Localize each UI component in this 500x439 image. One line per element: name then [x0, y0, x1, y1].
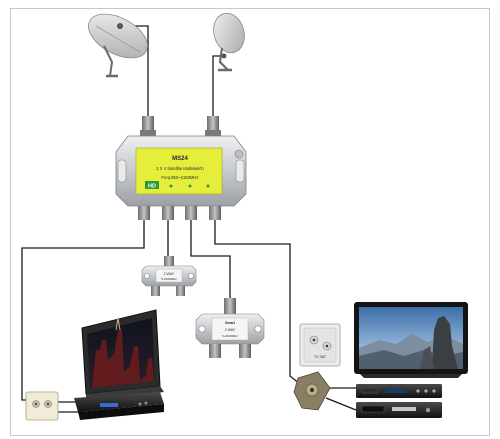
socket-connector [293, 371, 331, 411]
multiswitch: MS24 2 X 4 Satellite Multiswitch Freq:95… [115, 116, 247, 220]
satellite-dish-left [88, 13, 148, 78]
cable-output-4 [214, 216, 301, 385]
output-connector-1 [138, 206, 150, 220]
output-connector-3 [185, 206, 197, 220]
wall-plate-right: TV SAT [299, 323, 341, 367]
cable-output-1 [21, 216, 145, 401]
tv-right [354, 302, 468, 378]
wall-plate-right-label: TV SAT [314, 355, 327, 359]
output-connector-2 [162, 206, 174, 220]
splitter-small-line1: 2 WAY [164, 272, 175, 276]
wall-plate-left [25, 391, 59, 421]
splitter-small-line2: 5-2400MHz [161, 277, 177, 281]
splitter-large-brand: Smart [225, 321, 236, 325]
multiswitch-freq: Freq:950~2150MHz [161, 175, 198, 180]
output-connector-4 [209, 206, 221, 220]
receiver-right-upper [356, 384, 442, 398]
multiswitch-brand-logo [145, 181, 159, 189]
cable-output-3 [190, 216, 231, 300]
multiswitch-description: 2 X 4 Satellite Multiswitch [156, 166, 204, 171]
splitter-large-line1: 2 WAY [225, 328, 236, 332]
receiver-right-lower [356, 402, 442, 418]
splitter-large: Smart 2 WAY 5-2400MHz [195, 298, 265, 358]
multiswitch-model: MS24 [172, 156, 188, 162]
cable-right-to-receiver-2 [325, 397, 357, 411]
receiver-left [74, 392, 164, 420]
satellite-dish-right [213, 12, 245, 72]
splitter-small: 2 WAY 5-2400MHz [141, 256, 197, 296]
multiswitch-brand: HD [148, 184, 156, 190]
tv-left [81, 309, 164, 402]
splitter-large-line2: 5-2400MHz [222, 334, 238, 338]
